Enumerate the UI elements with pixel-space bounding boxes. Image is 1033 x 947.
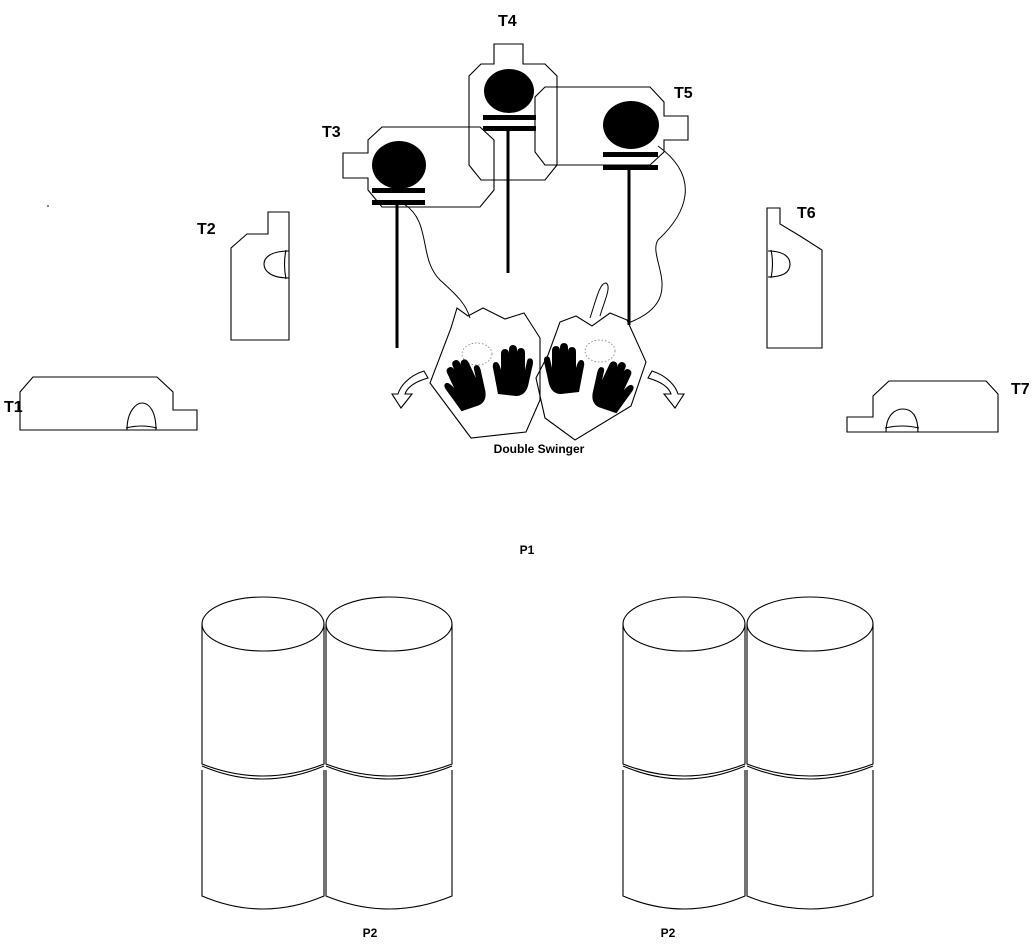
barrel (622, 596, 746, 777)
barrel (201, 596, 325, 777)
target-t7-head (885, 408, 919, 433)
target-t5-plate (534, 86, 689, 166)
target-t7: T7 (846, 380, 1030, 433)
target-t5-label: T5 (674, 85, 693, 102)
hand-icon (444, 359, 486, 412)
target-t2-body (230, 211, 290, 341)
rotate-right-arrow-icon (647, 370, 686, 409)
barrel (325, 596, 453, 777)
barrel (746, 770, 874, 910)
target-t3-bar-bottom (372, 200, 425, 205)
target-t2-head (263, 250, 290, 279)
target-t5-bar-top (603, 152, 658, 157)
rotate-left-arrow-icon (390, 370, 429, 409)
target-t7-neck (884, 425, 920, 429)
target-t6: T6 (766, 205, 823, 349)
target-t2: T2 (197, 211, 290, 341)
target-t4-bar-bottom (483, 126, 536, 131)
target-t6-neck (770, 249, 774, 279)
target-t6-head (767, 250, 791, 278)
target-t5-bar-bottom (603, 165, 658, 170)
swinger-cable-right (627, 145, 686, 324)
target-t3-head (372, 141, 426, 189)
target-t1: T1 (4, 376, 198, 431)
target-t1-label: T1 (4, 399, 23, 416)
swinger-cable-hook (589, 282, 609, 319)
position-p1-label: P1 (520, 543, 535, 557)
double-swinger: Double Swinger (390, 145, 686, 456)
barrel-stack-right: P2 (622, 596, 874, 940)
swinger-right-ghost-head (584, 339, 616, 363)
position-p2-right-label: P2 (661, 926, 676, 940)
barrel (746, 596, 874, 777)
target-t4-label: T4 (498, 13, 517, 30)
target-t6-body (766, 207, 823, 349)
target-t7-body (846, 380, 999, 433)
target-t3-label: T3 (322, 124, 341, 141)
target-t1-head (126, 402, 157, 431)
swinger-cable-left (403, 203, 471, 319)
position-p2-left-label: P2 (363, 926, 378, 940)
swinger-left-ghost-head (461, 342, 493, 366)
target-t4-bar-top (483, 115, 536, 120)
barrel (325, 770, 453, 910)
target-t4-head (484, 69, 534, 113)
target-t5-head (603, 101, 659, 149)
barrel-stack-left: P2 (201, 596, 453, 940)
swinger-label: Double Swinger (494, 442, 585, 456)
target-t6-label: T6 (797, 205, 816, 222)
target-t7-label: T7 (1011, 381, 1030, 398)
target-t1-body (19, 376, 198, 431)
target-t5: T5 (534, 85, 693, 325)
target-t2-label: T2 (197, 221, 216, 238)
target-t4-plate (468, 43, 558, 181)
target-t3: T3 (322, 124, 495, 348)
target-t3-bar-top (372, 188, 425, 193)
target-t1-neck (125, 425, 158, 429)
swinger-right-plate (535, 312, 647, 441)
barrel (201, 770, 325, 910)
target-t2-neck (283, 249, 287, 280)
hand-icon (544, 343, 585, 394)
barrel (622, 770, 746, 910)
swinger-left-plate (429, 307, 541, 439)
hand-icon (592, 361, 634, 414)
target-t4: T4 (468, 13, 558, 273)
target-t3-plate (342, 126, 495, 208)
hand-icon (492, 345, 533, 396)
